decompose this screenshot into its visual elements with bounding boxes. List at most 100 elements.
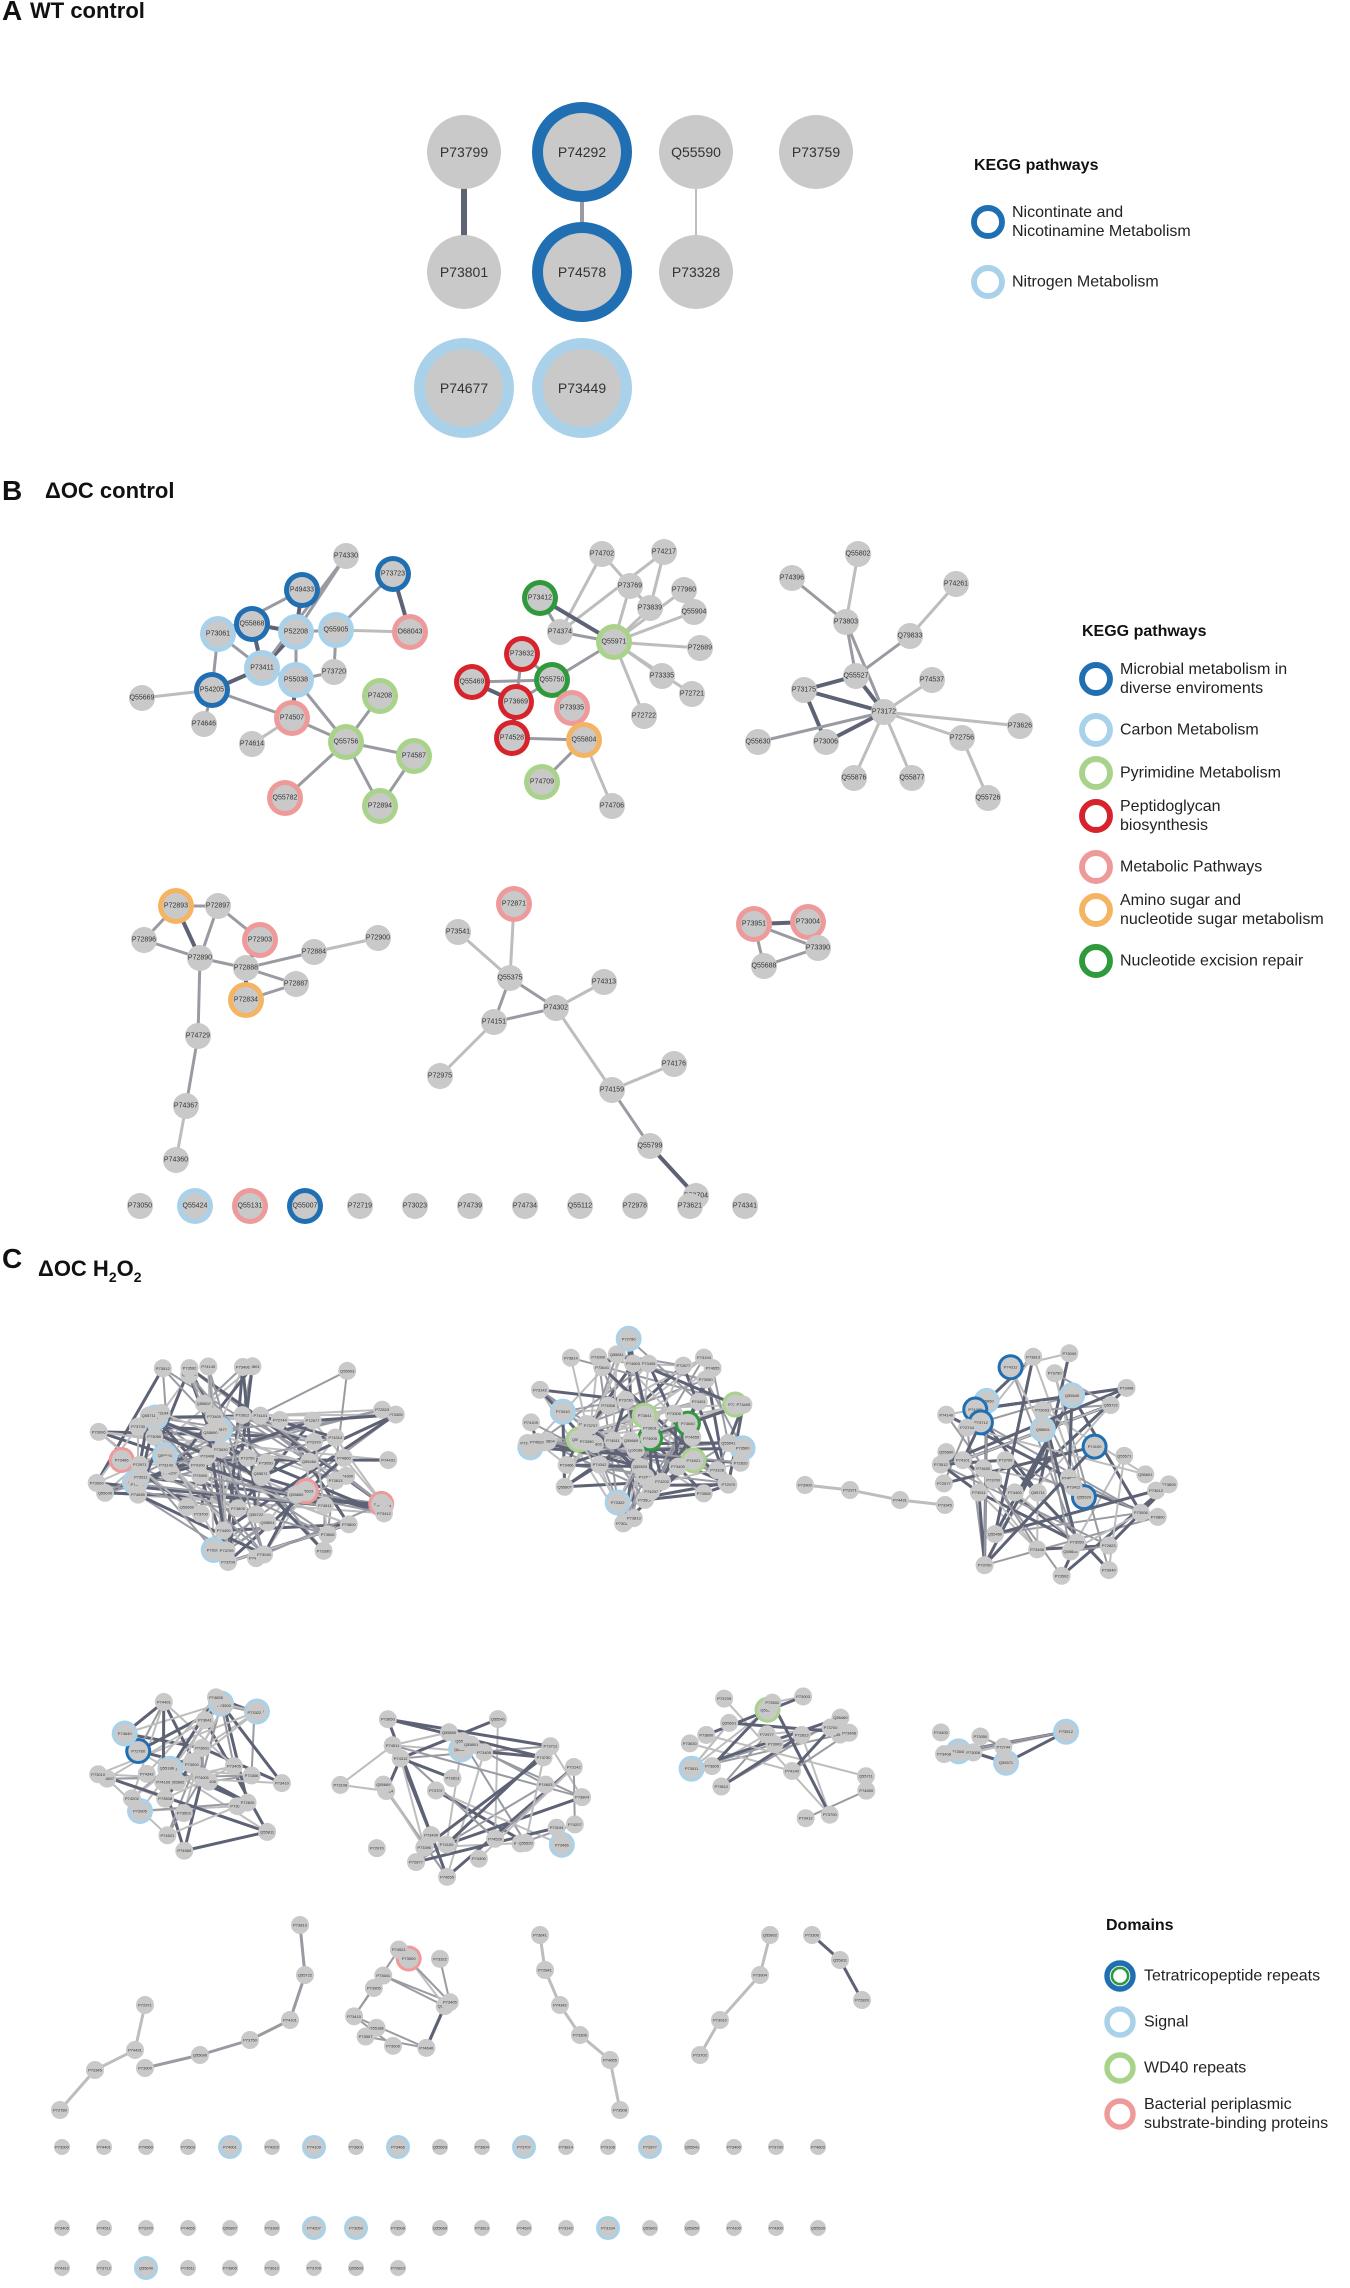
interaction-edge [209, 1431, 348, 1477]
node-label: Q55603 [1063, 1549, 1078, 1554]
node-label: P73322 [433, 1956, 448, 1961]
node-core [191, 1504, 210, 1523]
node-core [1131, 1503, 1150, 1522]
protein-node: P72823 [390, 2260, 406, 2276]
node-core [486, 1829, 505, 1848]
protein-node: Q55669 [374, 1775, 393, 1794]
node-core [338, 1361, 357, 1380]
node-label: P74360 [164, 1157, 188, 1164]
interaction-edge [138, 1463, 215, 1551]
protein-node: P73769 [617, 573, 643, 599]
node-label: P73306 [573, 2033, 588, 2038]
node-core [536, 1775, 555, 1794]
node-label: P73839 [638, 605, 662, 612]
node-label: P74330 [334, 553, 358, 560]
node-label: P73900 [798, 1483, 813, 1488]
node-label: P73405 [642, 1361, 657, 1366]
node-label: P73410 [275, 1781, 290, 1786]
node-label: P73408 [200, 1453, 215, 1458]
node-core [333, 543, 359, 569]
node-label: P74100 [1088, 1444, 1103, 1449]
protein-node: P74342 [551, 1996, 569, 2014]
protein-node: P72896 [131, 927, 157, 953]
node-core [264, 2139, 280, 2155]
node-label: P74101 [253, 1413, 268, 1418]
node-core [899, 765, 925, 791]
node-label: P73508 [158, 1796, 173, 1801]
protein-node: P73508 [390, 2220, 406, 2236]
node-label: P73813 [446, 1776, 461, 1781]
node-label: Q55112 [568, 1203, 592, 1210]
protein-node: Q55669 [432, 2220, 448, 2236]
node-core [687, 635, 713, 661]
node-label: P74511 [97, 2226, 111, 2231]
interaction-edge [96, 1772, 269, 1834]
interaction-edge [558, 552, 604, 634]
protein-node: P73500 [384, 2036, 403, 2055]
node-label: P73175 [792, 687, 816, 694]
node-label: P74176 [662, 1061, 686, 1068]
node-core [516, 1833, 535, 1852]
protein-node: P73730 [616, 1390, 635, 1409]
node-core [949, 725, 975, 751]
node-label: P72877 [643, 2145, 658, 2150]
interaction-edge [983, 1445, 1097, 1567]
node-core [1000, 1357, 1021, 1378]
node-label: P74207 [644, 1489, 659, 1494]
node-core [128, 1741, 149, 1762]
node-core [948, 1741, 969, 1762]
node-label: P73406 [236, 1364, 251, 1369]
interaction-edge [939, 1458, 1007, 1467]
node-label: P73951 [742, 921, 766, 928]
node-label: P74101 [283, 2018, 298, 2023]
node-label: P72841 [538, 1968, 553, 1973]
panel-a-title: WT control [30, 0, 145, 23]
node-core [589, 541, 615, 567]
node-label: P72744 [996, 1744, 1011, 1749]
protein-node: P73813 [624, 1509, 643, 1528]
protein-node: P73507 [356, 2027, 375, 2046]
node-label: P72820 [855, 1998, 870, 2003]
protein-node: Q55460 [831, 1708, 850, 1727]
node-label: P72820 [734, 1460, 749, 1465]
protein-node: P73601 [348, 2139, 364, 2155]
protein-node: P74587 [396, 738, 432, 774]
node-core [443, 1769, 462, 1788]
protein-node: P73142 [564, 1758, 583, 1777]
node-core [139, 1406, 158, 1425]
node-label: P74300 [472, 1856, 487, 1861]
node-core [237, 1193, 263, 1219]
protein-node: P73006 [89, 1422, 108, 1441]
node-label: P73801 [440, 264, 488, 280]
node-label: P73390 [317, 1548, 332, 1553]
protein-node: P73050 [1067, 1533, 1086, 1552]
node-label: P73700 [221, 1559, 236, 1564]
protein-node: P73006 [964, 1743, 983, 1762]
legend-item: Metabolic Pathways [1079, 850, 1262, 884]
protein-node: P73700 [820, 1805, 839, 1824]
protein-node: P74560 [175, 1841, 194, 1860]
node-core [810, 2220, 826, 2236]
protein-node: P73804 [474, 2139, 490, 2155]
node-label: P74603 [539, 1782, 554, 1787]
protein-node: P72722 [631, 703, 657, 729]
protein-node: P72970 [719, 1475, 738, 1494]
node-label: P74655 [181, 2226, 196, 2231]
node-label: P72756 [950, 735, 974, 742]
node-core [177, 1498, 196, 1517]
protein-node: P72971 [136, 1996, 154, 2014]
node-core [757, 1725, 776, 1744]
protein-node: P73306 [664, 1404, 683, 1423]
node-core [233, 1357, 252, 1376]
protein-node: P73720 [321, 659, 347, 685]
protein-node: P72780 [125, 1738, 152, 1765]
node-core [820, 1805, 839, 1824]
interaction-edge [882, 710, 1022, 728]
node-label: P74207 [163, 1470, 178, 1475]
node-core [783, 1761, 802, 1780]
node-core [380, 561, 406, 587]
node-label: Q55601 [260, 1520, 275, 1525]
node-label: Q55850 [442, 1730, 457, 1735]
node-core [1052, 1566, 1071, 1585]
protein-node: P74360 [163, 1147, 189, 1173]
